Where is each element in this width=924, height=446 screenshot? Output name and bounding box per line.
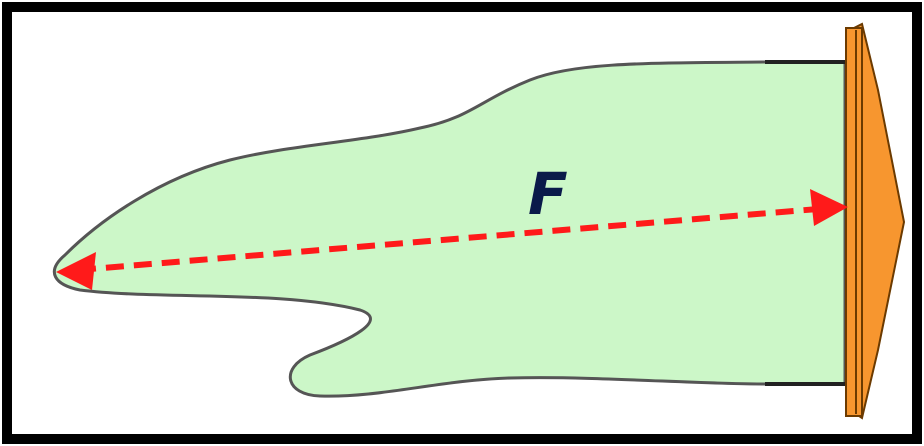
measure-label: F — [528, 160, 568, 228]
